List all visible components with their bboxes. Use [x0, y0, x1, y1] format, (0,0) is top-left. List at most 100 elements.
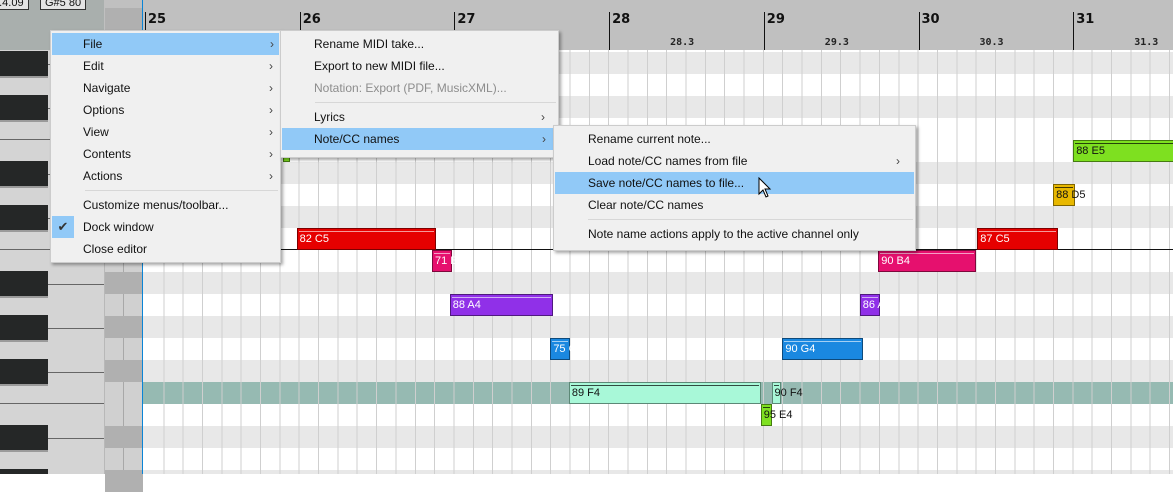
note-label: 90 B4	[881, 255, 911, 267]
midi-note[interactable]: 75 G4	[550, 338, 583, 360]
menu-item-label: Options	[83, 103, 125, 117]
menu-item-dock-window[interactable]: ✔Dock window	[51, 216, 280, 238]
midi-note[interactable]: 86 A4	[859, 294, 891, 316]
context-menu: File›Edit›Navigate›Options›View›Contents…	[50, 30, 281, 263]
menu-item-label: Rename MIDI take...	[314, 37, 425, 51]
chevron-right-icon: ›	[269, 81, 273, 95]
menu-item-rename-midi-take[interactable]: Rename MIDI take...	[281, 33, 558, 55]
menu-item-view[interactable]: View ›	[51, 121, 280, 143]
sub-beat-label: 30.3	[979, 37, 1004, 48]
chevron-right-icon: ›	[269, 147, 273, 161]
black-key[interactable]	[0, 51, 48, 76]
sub-beat-label: 31.3	[1134, 37, 1159, 48]
lane-cell	[105, 470, 143, 492]
menu-item-edit[interactable]: Edit ›	[51, 55, 280, 77]
menu-item-label: File	[83, 37, 103, 51]
black-key[interactable]	[0, 425, 48, 450]
menu-item-label: Notation: Export (PDF, MusicXML)...	[314, 81, 507, 95]
note-label: 86 A4	[862, 299, 891, 311]
menu-item-label: Rename current note...	[588, 132, 711, 146]
menu-item-rename-current-note[interactable]: Rename current note...	[554, 128, 915, 150]
bar-label: 28	[612, 12, 631, 27]
menu-item-load-note-cc-names-from-file[interactable]: Load note/CC names from file ›	[554, 150, 915, 172]
menu-item-contents[interactable]: Contents›	[51, 143, 280, 165]
bar-tick	[1073, 12, 1075, 50]
chevron-right-icon: ›	[269, 125, 273, 139]
bar-tick	[609, 12, 611, 50]
menu-item-file[interactable]: File ›	[52, 33, 279, 55]
lane-cell	[105, 360, 143, 382]
black-key[interactable]	[0, 161, 48, 186]
menu-item-customize-menus-toolbar[interactable]: Customize menus/toolbar...	[51, 194, 280, 216]
menu-item-label: Edit	[83, 59, 104, 73]
note-label: 90 G4	[785, 343, 816, 355]
chevron-right-icon: ›	[542, 132, 546, 146]
midi-note[interactable]: 88 A4	[449, 294, 554, 316]
note-label: 89 F4	[571, 387, 601, 399]
menu-item-clear-note-cc-names[interactable]: Clear note/CC names	[554, 194, 915, 216]
note-label: 90 F4	[774, 387, 803, 399]
midi-note[interactable]: 90 F4	[771, 382, 803, 404]
menu-item-label: Close editor	[83, 242, 148, 256]
midi-note[interactable]: 90 B4	[878, 250, 976, 272]
lane-cell	[105, 426, 143, 448]
chevron-right-icon: ›	[269, 103, 273, 117]
menu-item-label: Save note/CC names to file...	[588, 176, 745, 190]
bar-label: 29	[766, 12, 785, 27]
menu-item-export-to-new-midi-file[interactable]: Export to new MIDI file...	[281, 55, 558, 77]
bar-label: 30	[921, 12, 940, 27]
midi-note[interactable]: 95 E4	[760, 404, 792, 426]
menu-separator	[85, 190, 278, 191]
menu-separator	[315, 102, 556, 103]
bar-tick	[918, 12, 920, 50]
key-divider	[48, 328, 104, 329]
black-key[interactable]	[0, 469, 48, 474]
chevron-right-icon: ›	[269, 59, 273, 73]
chevron-right-icon: ›	[541, 110, 545, 124]
black-key[interactable]	[0, 205, 48, 230]
bar-tick	[763, 12, 765, 50]
midi-note[interactable]: 82 C5	[296, 228, 436, 250]
sub-beat-label: 29.3	[824, 37, 849, 48]
black-key[interactable]	[0, 359, 48, 384]
note-label: 82 C5	[299, 233, 329, 245]
menu-item-close-editor[interactable]: Close editor	[51, 238, 280, 260]
black-key[interactable]	[0, 95, 48, 120]
menu-item-label: View	[83, 125, 109, 139]
midi-note[interactable]: 89 F4	[568, 382, 761, 404]
piano-roll-grid[interactable]: 82 C5 71 B4 88 A4 75 G4 89 F4 95 E4 90 F4 90 G4…	[143, 50, 1173, 474]
midi-note[interactable]: 88 D5	[1053, 184, 1085, 206]
lane-cell	[105, 316, 143, 338]
note-info-display: G#5 80	[40, 0, 87, 10]
chevron-right-icon: ›	[896, 154, 900, 168]
menu-item-label: Navigate	[83, 81, 131, 95]
bar-label: 31	[1076, 12, 1095, 27]
note-label: 88 E5	[1076, 145, 1105, 157]
menu-item-options[interactable]: Options ›	[51, 99, 280, 121]
key-divider	[48, 438, 104, 439]
octave-divider	[0, 403, 104, 404]
menu-item-notation-export-pdf-musicxml: Notation: Export (PDF, MusicXML)...	[281, 77, 558, 99]
menu-item-navigate[interactable]: Navigate ›	[51, 77, 280, 99]
menu-item-label: Customize menus/toolbar...	[83, 198, 229, 212]
menu-item-note-name-actions-apply-to-the-active-channel-only[interactable]: Note name actions apply to the active ch…	[554, 223, 915, 245]
chevron-right-icon: ›	[269, 169, 273, 183]
note-label: 88 A4	[452, 299, 481, 311]
menu-item-actions[interactable]: Actions›	[51, 165, 280, 187]
lane-cell	[105, 272, 143, 294]
black-key[interactable]	[0, 315, 48, 340]
note-label: 95 E4	[763, 409, 793, 421]
midi-note[interactable]: 87 C5	[977, 228, 1058, 250]
menu-item-note-cc-names[interactable]: Note/CC names›	[282, 128, 557, 150]
midi-note[interactable]: 90 G4	[782, 338, 863, 360]
chevron-right-icon: ›	[270, 37, 274, 51]
menu-item-save-note-cc-names-to-file[interactable]: Save note/CC names to file...	[555, 172, 914, 194]
menu-item-label: Export to new MIDI file...	[314, 59, 445, 73]
midi-note[interactable]: 88 E5	[1073, 140, 1173, 162]
menu-item-lyrics[interactable]: Lyrics›	[281, 106, 558, 128]
note-label: 88 D5	[1056, 189, 1086, 201]
bar-label: 27	[457, 12, 476, 27]
black-key[interactable]	[0, 271, 48, 296]
menu-item-label: Load note/CC names from file	[588, 154, 748, 168]
midi-note[interactable]: 71 B4	[431, 250, 464, 272]
